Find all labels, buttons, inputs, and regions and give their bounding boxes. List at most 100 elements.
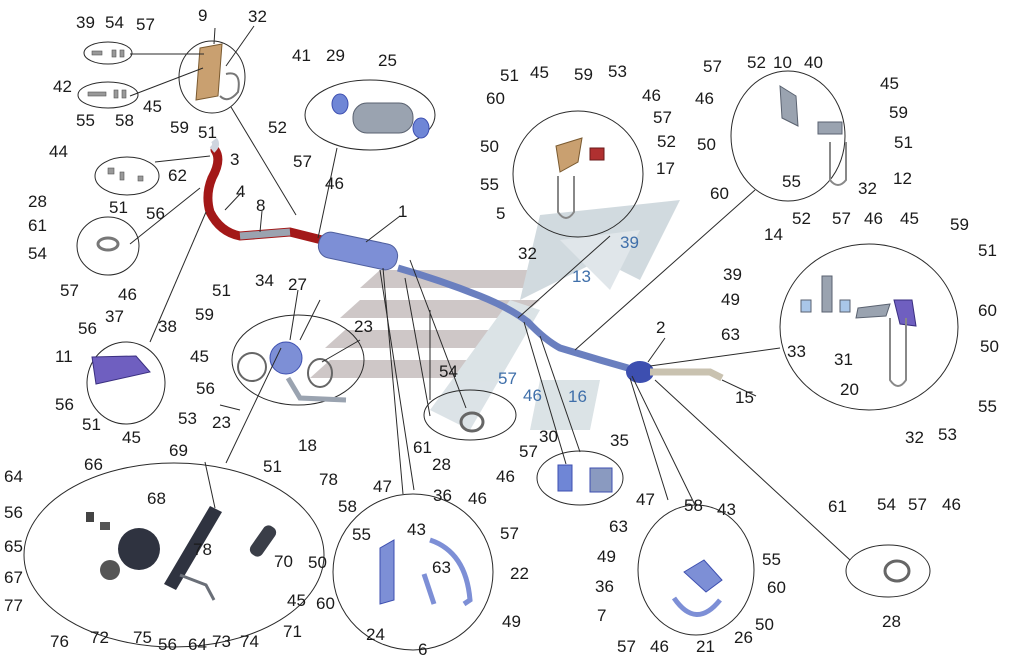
label-59-b: 59 <box>574 65 593 84</box>
label-51-a: 51 <box>198 123 217 142</box>
label-46-g: 46 <box>496 467 515 486</box>
label-56-e: 56 <box>4 503 23 522</box>
label-9: 9 <box>198 6 207 25</box>
label-23-a: 23 <box>354 317 373 336</box>
ubolt-32-mid <box>557 176 575 219</box>
label-50-a: 50 <box>480 137 499 156</box>
label-75: 75 <box>133 628 152 647</box>
label-36-a: 36 <box>433 486 452 505</box>
label-32-a: 32 <box>518 244 537 263</box>
stud-14 <box>821 275 833 313</box>
label-53-b: 53 <box>938 425 957 444</box>
label-60-a: 60 <box>486 89 505 108</box>
label-47-b: 47 <box>636 490 655 509</box>
label-54-a: 54 <box>28 244 47 263</box>
label-8: 8 <box>256 196 265 215</box>
label-63-c: 63 <box>609 517 628 536</box>
label-65: 65 <box>4 537 23 556</box>
label-46-a: 46 <box>325 174 344 193</box>
ubolt-32 <box>219 72 240 101</box>
ring-23b <box>307 358 333 388</box>
label-55-a: 55 <box>480 175 499 194</box>
label-38: 38 <box>158 317 177 336</box>
label-57: 57 <box>136 15 155 34</box>
label-26: 26 <box>734 628 753 647</box>
label-61-a: 61 <box>28 216 47 235</box>
label-50-e: 50 <box>755 615 774 634</box>
label-12: 12 <box>893 169 912 188</box>
label-73: 73 <box>212 632 231 651</box>
label-61-c: 61 <box>828 497 847 516</box>
rod-73 <box>179 573 216 601</box>
exhaust-pipe-assembly <box>203 137 724 383</box>
label-52-a: 52 <box>268 118 287 137</box>
label-64-a: 64 <box>4 467 23 486</box>
label-55-d: 55 <box>352 525 371 544</box>
label-66: 66 <box>84 455 103 474</box>
label-3: 3 <box>230 150 239 169</box>
label-50-b: 50 <box>697 135 716 154</box>
label-57-i: 57 <box>617 637 636 656</box>
label-60-d: 60 <box>316 594 335 613</box>
label-54: 54 <box>105 13 124 32</box>
label-4: 4 <box>236 182 245 201</box>
clamp-29 <box>331 93 349 115</box>
clamp-12 <box>817 121 843 135</box>
label-57-g: 57 <box>519 442 538 461</box>
label-29: 29 <box>326 46 345 65</box>
front-pipe-tip <box>209 137 220 153</box>
label-36-b: 36 <box>595 577 614 596</box>
label-57-d: 57 <box>703 57 722 76</box>
label-74: 74 <box>240 632 259 651</box>
bracket-5 <box>555 137 583 173</box>
label-52-b: 52 <box>657 132 676 151</box>
muffler-1 <box>317 231 399 271</box>
label-57-f: 57 <box>498 369 517 388</box>
label-46-h: 46 <box>468 489 487 508</box>
label-54-c: 54 <box>877 495 896 514</box>
label-55: 55 <box>76 111 95 130</box>
nut-66 <box>86 512 94 522</box>
label-59-d: 59 <box>950 215 969 234</box>
pipe-18 <box>285 376 347 403</box>
label-45-c: 45 <box>880 74 899 93</box>
label-78-a: 78 <box>319 470 338 489</box>
label-77: 77 <box>4 596 23 615</box>
label-13: 13 <box>572 267 591 286</box>
bracket-11 <box>91 355 151 385</box>
label-57-h: 57 <box>500 524 519 543</box>
label-63-b: 63 <box>432 558 451 577</box>
label-56-c: 56 <box>196 379 215 398</box>
label-20: 20 <box>840 380 859 399</box>
label-76: 76 <box>50 632 69 651</box>
label-50-c: 50 <box>980 337 999 356</box>
bracket-69 <box>164 506 222 590</box>
label-71: 71 <box>283 622 302 641</box>
ring-28 <box>96 236 120 252</box>
label-64-b: 64 <box>188 635 207 654</box>
bracket-10 <box>779 85 799 127</box>
label-39: 39 <box>76 13 95 32</box>
bracket-9 <box>195 43 223 101</box>
label-35: 35 <box>610 431 629 450</box>
label-46-f: 46 <box>523 386 542 405</box>
label-39-a: 39 <box>620 233 639 252</box>
label-53-c: 53 <box>178 409 197 428</box>
label-41: 41 <box>292 46 311 65</box>
label-28-b: 28 <box>432 455 451 474</box>
label-11: 11 <box>55 347 73 366</box>
label-55-b: 55 <box>782 172 801 191</box>
leader-lines <box>129 25 851 561</box>
label-62: 62 <box>168 166 187 185</box>
label-55-c: 55 <box>978 397 997 416</box>
label-69: 69 <box>169 441 188 460</box>
label-58: 58 <box>115 111 134 130</box>
label-23-b: 23 <box>212 413 231 432</box>
bracket-35 <box>589 467 613 493</box>
label-45-d: 45 <box>900 209 919 228</box>
label-45-e: 45 <box>122 428 141 447</box>
label-46-c: 46 <box>642 86 661 105</box>
label-47-a: 47 <box>373 477 392 496</box>
clamp-27 <box>269 341 303 375</box>
label-58-b: 58 <box>684 496 703 515</box>
